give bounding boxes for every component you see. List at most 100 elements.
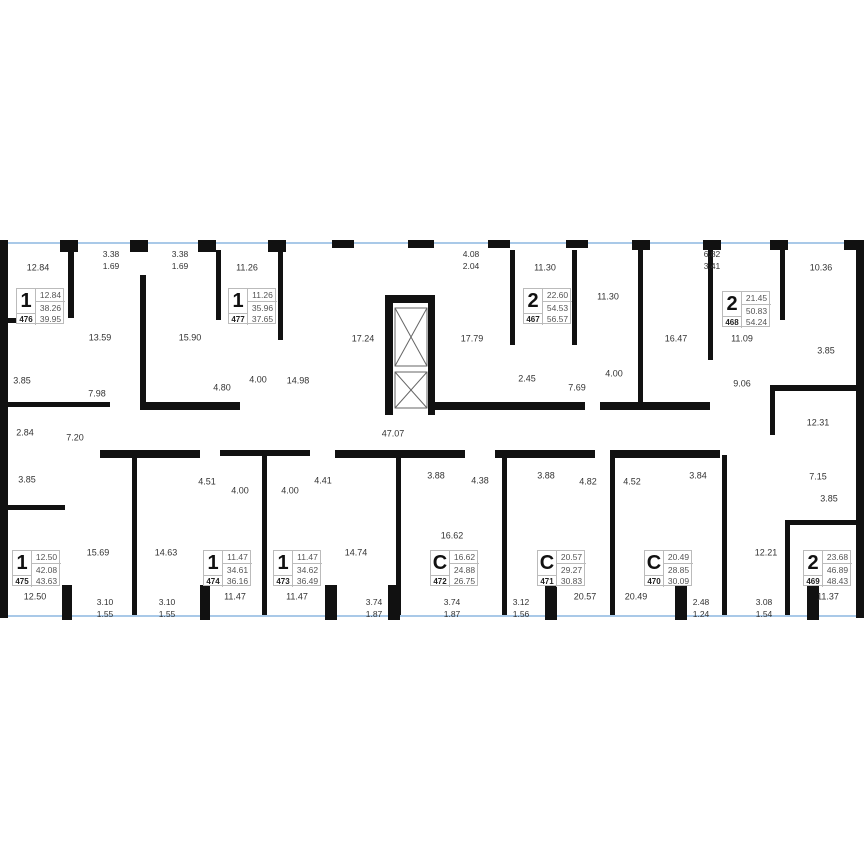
balcony: 3.38 1.69: [172, 248, 189, 272]
room-area: 17.24: [351, 333, 375, 344]
apartment-type: 2: [807, 551, 819, 574]
apartment-type: C: [646, 551, 662, 574]
room-area: 16.47: [664, 333, 688, 344]
balcony-area: 3.74: [443, 597, 461, 607]
living-area: 23.68: [822, 551, 852, 563]
living-area: 20.57: [556, 551, 586, 563]
apartment-type: 1: [277, 551, 289, 574]
apartment-number: 469: [804, 575, 822, 587]
apartment-info-box[interactable]: 1 11.47 34.62 473 36.49: [273, 550, 322, 587]
living-area: 21.45: [741, 292, 771, 304]
room-area: 20.57: [573, 591, 597, 602]
apartment-type: 1: [207, 551, 219, 574]
balcony-reduced-area: 1.55: [158, 609, 176, 619]
living-area: 11.26: [247, 289, 277, 301]
apartment-number: 473: [274, 575, 292, 587]
apartment-info-box[interactable]: 2 21.45 50.83 468 54.24: [722, 291, 771, 328]
room-area: 20.49: [624, 591, 648, 602]
room-area: 12.84: [26, 262, 50, 273]
living-area: 20.49: [663, 551, 693, 563]
room-area: 14.63: [154, 547, 178, 558]
total-area: 36.16: [222, 575, 252, 587]
apartment-number: 476: [17, 313, 35, 325]
total-area: 26.75: [449, 575, 479, 587]
total-area: 39.95: [35, 313, 65, 325]
apartment-number: 471: [538, 575, 556, 587]
room-area: 7.98: [88, 388, 106, 399]
room-area: 15.90: [178, 332, 202, 343]
total-area: 37.65: [247, 313, 277, 325]
balcony-reduced-area: 1.69: [171, 261, 189, 271]
living-area: 11.47: [222, 551, 252, 563]
room-area: 3.84: [689, 470, 707, 481]
room-area: 4.00: [249, 374, 267, 385]
apartment-area: 50.83: [741, 304, 771, 316]
apartment-area: 24.88: [449, 563, 479, 575]
balcony-area: 3.08: [755, 597, 773, 607]
apartment-area: 46.89: [822, 563, 852, 575]
apartment-area: 34.62: [292, 563, 322, 575]
balcony-area: 4.08: [462, 249, 480, 259]
room-area: 10.36: [809, 262, 833, 273]
apartment-info-box[interactable]: 1 12.84 38.26 476 39.95: [16, 288, 65, 325]
room-area: 3.88: [427, 470, 445, 481]
total-area: 54.24: [741, 316, 771, 328]
apartment-info-box[interactable]: 2 22.60 54.53 467 56.57: [523, 288, 572, 325]
room-area: 3.85: [18, 474, 36, 485]
apartment-area: 42.08: [31, 563, 61, 575]
room-area: 11.37: [817, 591, 839, 602]
apartment-number: 477: [229, 313, 247, 325]
room-area: 3.85: [817, 345, 835, 356]
room-area: 4.52: [623, 476, 641, 487]
balcony-reduced-area: 1.87: [443, 609, 461, 619]
balcony-reduced-area: 1.56: [512, 609, 530, 619]
apartment-type: 2: [527, 289, 539, 312]
apartment-area: 54.53: [542, 301, 572, 313]
room-area: 7.15: [809, 471, 827, 482]
room-area: 4.38: [471, 475, 489, 486]
room-area: 11.30: [597, 291, 619, 302]
room-area: 4.51: [198, 476, 216, 487]
room-area: 15.69: [86, 547, 110, 558]
room-area: 2.45: [518, 373, 536, 384]
balcony-area: 3.10: [158, 597, 176, 607]
apartment-number: 470: [645, 575, 663, 587]
total-area: 56.57: [542, 313, 572, 325]
room-area: 11.47: [224, 591, 246, 602]
apartment-info-box[interactable]: 1 11.26 35.96 477 37.65: [228, 288, 277, 325]
room-area: 7.20: [66, 432, 84, 443]
elevator-shafts: [394, 307, 428, 409]
total-area: 30.83: [556, 575, 586, 587]
apartment-info-box[interactable]: C 20.57 29.27 471 30.83: [537, 550, 586, 587]
apartment-info-box[interactable]: 1 11.47 34.61 474 36.16: [203, 550, 252, 587]
apartment-info-box[interactable]: C 16.62 24.88 472 26.75: [430, 550, 479, 587]
balcony-area: 3.10: [96, 597, 114, 607]
balcony: 3.74 1.87: [444, 596, 461, 620]
room-area: 2.84: [16, 427, 34, 438]
apartment-info-box[interactable]: C 20.49 28.85 470 30.09: [644, 550, 693, 587]
apartment-info-box[interactable]: 1 12.50 42.08 475 43.63: [12, 550, 61, 587]
balcony-reduced-area: 3.41: [703, 261, 721, 271]
living-area: 16.62: [449, 551, 479, 563]
apartment-area: 35.96: [247, 301, 277, 313]
room-area: 4.00: [281, 485, 299, 496]
balcony-reduced-area: 2.04: [462, 261, 480, 271]
apartment-type: 1: [20, 289, 32, 312]
apartment-area: 29.27: [556, 563, 586, 575]
room-area: 7.69: [568, 382, 586, 393]
balcony-area: 3.38: [171, 249, 189, 259]
room-area: 14.98: [286, 375, 310, 386]
apartment-type: C: [539, 551, 555, 574]
total-area: 43.63: [31, 575, 61, 587]
living-area: 12.84: [35, 289, 65, 301]
room-area: 11.26: [236, 262, 258, 273]
apartment-info-box[interactable]: 2 23.68 46.89 469 48.43: [803, 550, 852, 587]
room-area: 12.50: [23, 591, 47, 602]
apartment-number: 472: [431, 575, 449, 587]
